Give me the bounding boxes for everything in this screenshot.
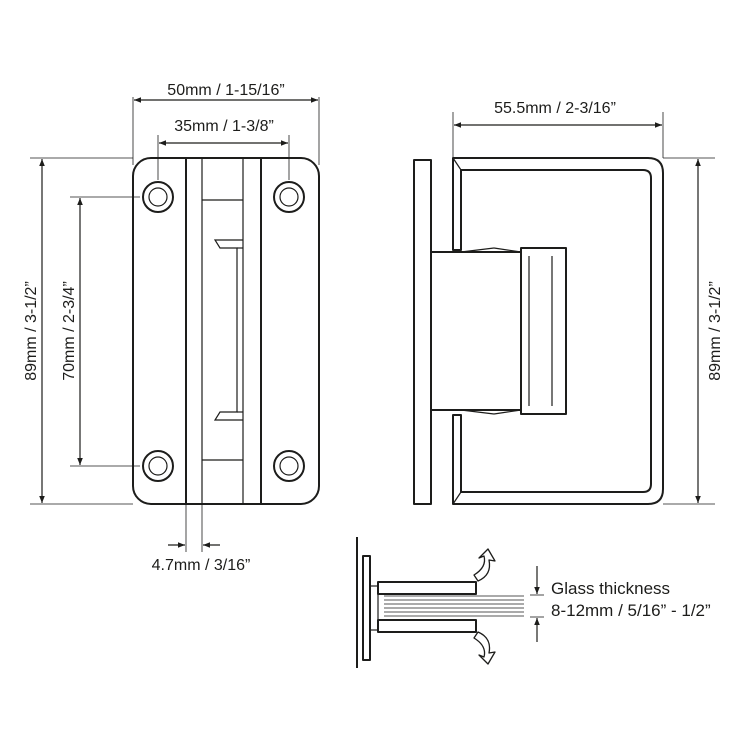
gap-width-label: 4.7mm / 3/16” <box>152 557 251 574</box>
screw-hole-bottom-left <box>142 450 174 482</box>
front-view: 50mm / 1-15/16” 35mm / 1-3/8” 89mm / 3-1… <box>23 82 320 574</box>
rotate-arrow-down-icon <box>473 631 496 665</box>
side-hinge-knuckle <box>520 247 567 415</box>
glass-thickness-range: 8-12mm / 5/16” - 1/2” <box>551 601 711 620</box>
side-wall-plate <box>413 159 432 505</box>
screw-hole-top-left <box>142 181 174 213</box>
glass-thickness-detail: Glass thickness 8-12mm / 5/16” - 1/2” <box>356 537 711 668</box>
rotate-arrow-up-icon <box>473 548 496 582</box>
detail-wall-plate <box>362 555 371 661</box>
side-hinge-body <box>430 251 522 411</box>
hole-spacing-vertical-label: 70mm / 2-3/4” <box>61 281 78 381</box>
front-knuckle-detail <box>202 199 243 461</box>
detail-clamp-lower <box>377 619 477 633</box>
side-height-label: 89mm / 3-1/2” <box>707 281 724 381</box>
overall-height-label: 89mm / 3-1/2” <box>23 281 40 381</box>
hole-spacing-horizontal-label: 35mm / 1-3/8” <box>174 118 274 135</box>
glass-thickness-label: Glass thickness <box>551 579 670 598</box>
screw-hole-bottom-right <box>273 450 305 482</box>
front-extension-lines <box>30 97 320 552</box>
detail-glass-panes <box>384 595 524 617</box>
overall-width-label: 50mm / 1-15/16” <box>167 82 284 99</box>
side-depth-label: 55.5mm / 2-3/16” <box>494 100 616 117</box>
screw-hole-top-right <box>273 181 305 213</box>
side-view: 55.5mm / 2-3/16” 89mm / 3-1/2” <box>413 100 724 505</box>
side-extension-lines <box>452 112 715 505</box>
detail-clamp-upper <box>377 581 477 595</box>
front-center-strip <box>185 157 262 505</box>
